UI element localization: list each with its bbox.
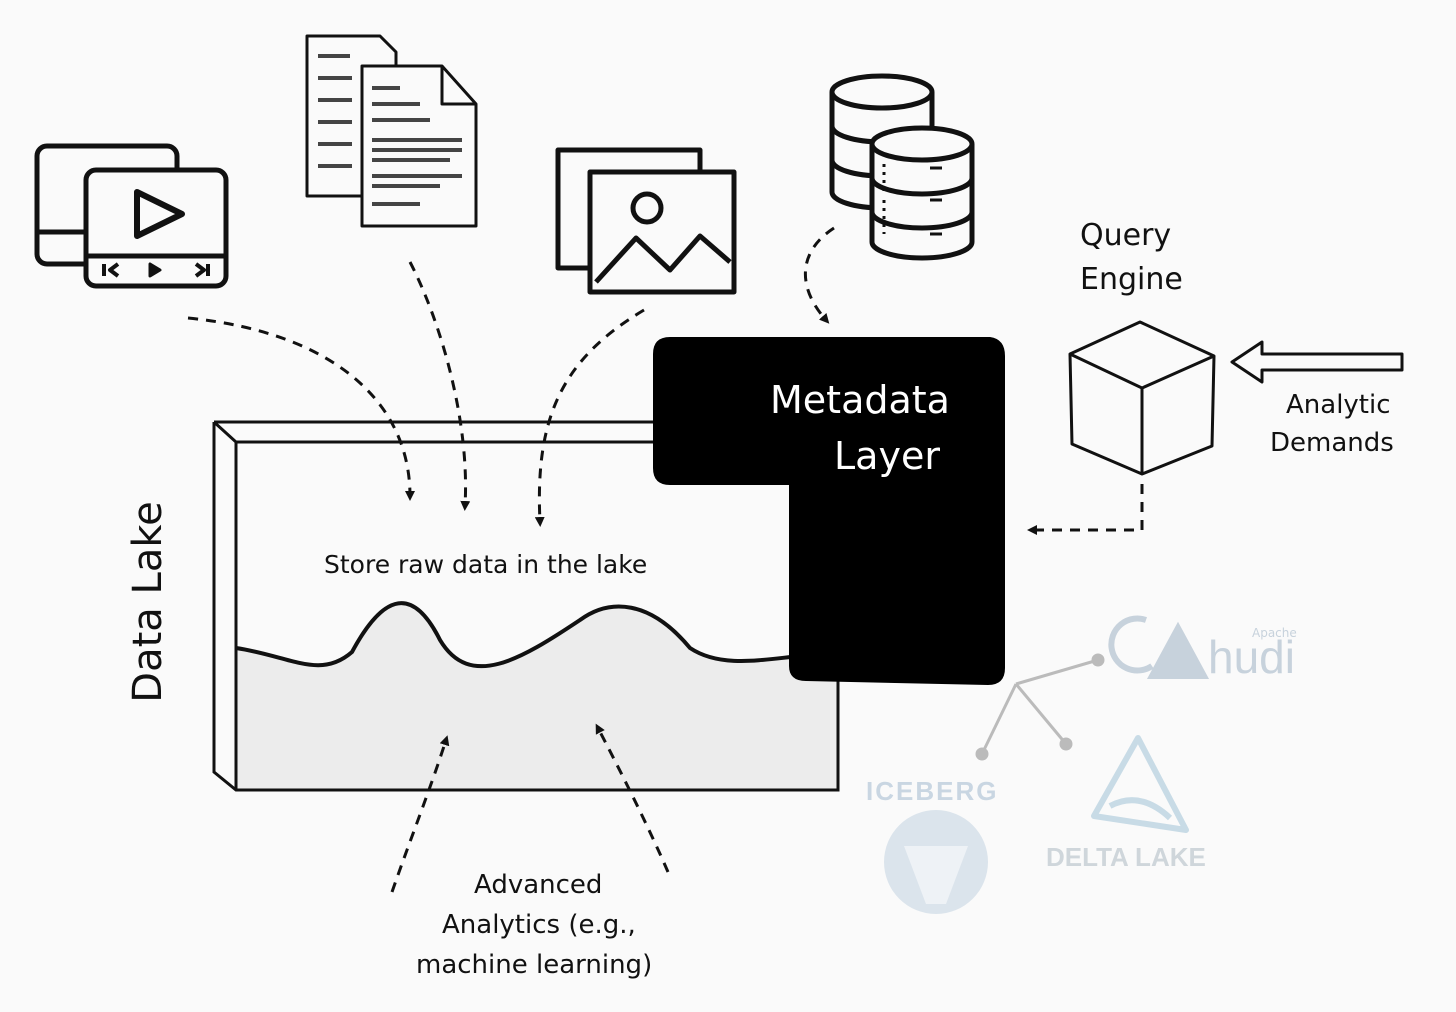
database-icon: [829, 73, 975, 261]
flow-arrow-query-to-metadata: [1027, 484, 1144, 535]
data-lake-tank: [212, 420, 840, 792]
delta-lake-logo-icon: [1091, 735, 1189, 833]
iceberg-logo-text: ICEBERG: [866, 776, 999, 806]
metadata-layer-line2: Layer: [834, 434, 940, 478]
water-surface-wave: [235, 601, 801, 669]
iceberg-logo-icon: [884, 810, 988, 914]
flow-arrow-analytics-left: [390, 735, 450, 893]
advanced-analytics-line1: Advanced: [474, 870, 603, 900]
analytic-demands-line2: Demands: [1270, 428, 1394, 458]
flow-arrow-video: [187, 316, 415, 501]
hudi-logo-icon: [1108, 615, 1210, 679]
advanced-analytics-line3: machine learning): [416, 950, 653, 980]
advanced-analytics-line2: Analytics (e.g.,: [442, 910, 636, 940]
flow-arrow-docs: [408, 261, 471, 511]
flow-arrow-analytics-right: [595, 723, 670, 873]
table-format-connector: [975, 653, 1105, 761]
hudi-apache-text: Apache: [1252, 626, 1297, 640]
query-engine-cube: [1068, 320, 1216, 476]
video-files-icon: [34, 143, 229, 289]
image-files-icon: [555, 147, 737, 295]
flow-arrow-database: [803, 226, 835, 324]
analytic-demands-line1: Analytic: [1286, 390, 1391, 420]
flow-arrow-images: [534, 308, 645, 527]
data-lake-title: Data Lake: [125, 501, 171, 703]
hudi-logo-text: hudi: [1208, 631, 1295, 683]
query-engine-line1: Query: [1080, 218, 1172, 253]
metadata-layer-block: [653, 337, 1005, 686]
metadata-layer-line1: Metadata: [770, 378, 950, 422]
lake-water: [236, 603, 838, 790]
analytic-demands-arrow: [1230, 340, 1404, 384]
delta-lake-logo-text: DELTA LAKE: [1046, 842, 1206, 872]
store-raw-data-caption: Store raw data in the lake: [324, 550, 648, 579]
query-engine-line2: Engine: [1080, 262, 1183, 297]
document-files-icon: [305, 34, 478, 228]
